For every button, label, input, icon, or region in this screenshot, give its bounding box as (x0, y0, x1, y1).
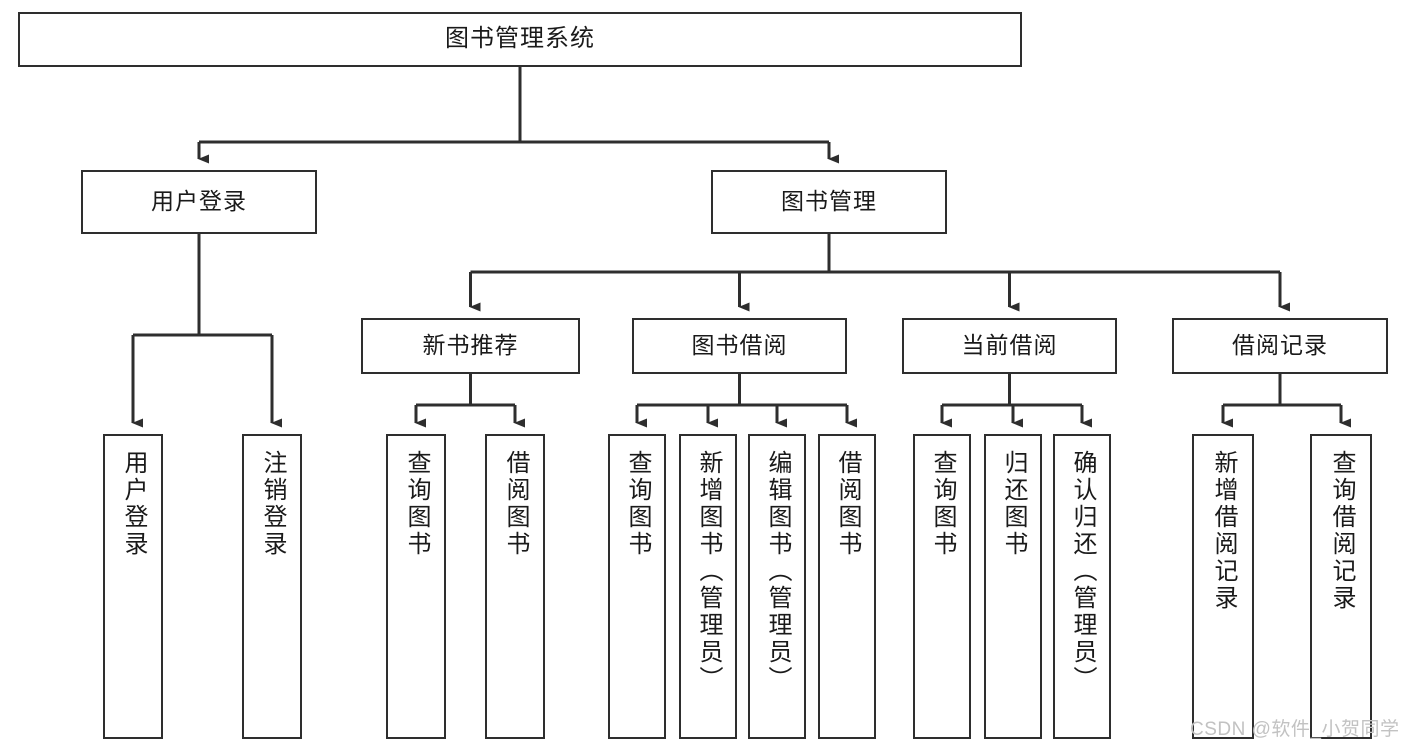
node-bookmgmt[interactable]: 图书管理 (711, 170, 947, 234)
node-l_logout[interactable]: 注销登录 (242, 434, 302, 739)
node-l_login[interactable]: 用户登录 (103, 434, 163, 739)
node-borrowlog[interactable]: 借阅记录 (1172, 318, 1388, 374)
node-l_editbook[interactable]: 编辑图书（管理员） (748, 434, 806, 739)
node-borrowbook[interactable]: 图书借阅 (632, 318, 847, 374)
node-l_confirm[interactable]: 确认归还（管理员） (1053, 434, 1111, 739)
node-label: 查询图书 (403, 450, 430, 558)
node-l_qbook1[interactable]: 查询图书 (386, 434, 446, 739)
node-l_qbook3[interactable]: 查询图书 (913, 434, 971, 739)
node-label: 新增图书（管理员） (695, 450, 722, 693)
node-label: 图书管理系统 (445, 25, 595, 53)
node-newbooks[interactable]: 新书推荐 (361, 318, 580, 374)
node-l_bbook2[interactable]: 借阅图书 (818, 434, 876, 739)
node-label: 用户登录 (151, 188, 247, 215)
node-label: 用户登录 (120, 450, 147, 558)
node-l_qbook2[interactable]: 查询图书 (608, 434, 666, 739)
node-label: 图书管理 (781, 188, 877, 215)
node-label: 借阅记录 (1232, 332, 1328, 359)
node-l_qlog[interactable]: 查询借阅记录 (1310, 434, 1372, 739)
node-label: 借阅图书 (834, 450, 861, 558)
node-label: 借阅图书 (502, 450, 529, 558)
node-label: 查询借阅记录 (1328, 450, 1355, 612)
node-curborrow[interactable]: 当前借阅 (902, 318, 1117, 374)
node-label: 查询图书 (929, 450, 956, 558)
node-label: 编辑图书（管理员） (764, 450, 791, 693)
edge-group (131, 67, 1351, 428)
node-label: 新增借阅记录 (1210, 450, 1237, 612)
node-root[interactable]: 图书管理系统 (18, 12, 1022, 67)
node-l_return[interactable]: 归还图书 (984, 434, 1042, 739)
node-login[interactable]: 用户登录 (81, 170, 317, 234)
node-l_addlog[interactable]: 新增借阅记录 (1192, 434, 1254, 739)
node-l_bbook1[interactable]: 借阅图书 (485, 434, 545, 739)
node-label: 归还图书 (1000, 450, 1027, 558)
node-label: 当前借阅 (961, 332, 1058, 359)
node-label: 查询图书 (624, 450, 651, 558)
node-label: 图书借阅 (691, 332, 788, 359)
node-label: 注销登录 (259, 450, 286, 558)
node-l_addbook[interactable]: 新增图书（管理员） (679, 434, 737, 739)
node-label: 新书推荐 (422, 332, 519, 359)
node-label: 确认归还（管理员） (1069, 450, 1096, 693)
